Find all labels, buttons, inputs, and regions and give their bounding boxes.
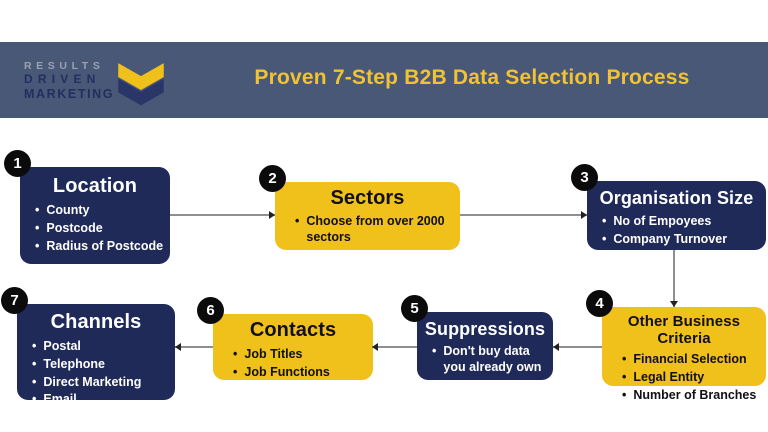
arrowhead-into-contacts-icon xyxy=(372,343,378,351)
bullet-item: Email xyxy=(32,391,169,409)
arrowhead-into-sectors-icon xyxy=(269,211,275,219)
bullet-item: No of Empoyees xyxy=(602,213,760,231)
bullet-item: Telephone xyxy=(32,356,169,374)
step-title-other-business-criteria: Other Business Criteria xyxy=(627,313,741,347)
bullet-item: Number of Branches xyxy=(622,387,760,405)
step-number-badge-5: 5 xyxy=(401,295,428,322)
step-bullets-contacts: Job TitlesJob Functions xyxy=(213,346,373,382)
connector-location-to-sectors xyxy=(170,214,275,216)
step-number-badge-3: 3 xyxy=(571,164,598,191)
logo-line-marketing: MARKETING xyxy=(24,87,115,102)
step-box-suppressions: 5 Suppressions Don't buy data you alread… xyxy=(401,295,553,380)
connector-contacts-to-channels xyxy=(175,346,213,348)
step-bullets-sectors: Choose from over 2000 sectors xyxy=(275,213,460,246)
step-box-location: 1 Location CountyPostcodeRadius of Postc… xyxy=(4,150,170,264)
connector-organisation-size-to-other-criteria xyxy=(673,250,675,307)
arrowhead-into-organisation-size-icon xyxy=(581,211,587,219)
step-bullets-channels: PostalTelephoneDirect MarketingEmail xyxy=(17,338,175,409)
bullet-item: Legal Entity xyxy=(622,369,760,387)
step-bullets-organisation-size: No of EmpoyeesCompany Turnover xyxy=(587,213,766,249)
step-title-channels: Channels xyxy=(50,311,142,333)
step-title-organisation-size: Organisation Size xyxy=(599,188,754,208)
logo-line-driven: DRIVEN xyxy=(24,72,101,87)
step-title-contacts: Contacts xyxy=(249,319,337,341)
arrowhead-into-channels-icon xyxy=(175,343,181,351)
connector-suppressions-to-contacts xyxy=(372,346,417,348)
bullet-item: Financial Selection xyxy=(622,351,760,369)
arrowhead-into-suppressions-icon xyxy=(553,343,559,351)
step-title-sectors: Sectors xyxy=(330,187,405,209)
step-number-badge-6: 6 xyxy=(197,297,224,324)
bullet-item: Postal xyxy=(32,338,169,356)
connector-other-criteria-to-suppressions xyxy=(553,346,602,348)
step-number-badge-2: 2 xyxy=(259,165,286,192)
step-box-other-business-criteria: 4 Other Business Criteria Financial Sele… xyxy=(586,290,766,402)
bullet-item: Choose from over 2000 sectors xyxy=(295,213,454,246)
arrowhead-into-other-criteria-icon xyxy=(670,301,678,307)
step-box-organisation-size: 3 Organisation Size No of EmpoyeesCompan… xyxy=(571,164,766,250)
header-band: RESULTS DRIVEN MARKETING Proven 7-Step B… xyxy=(0,42,768,118)
step-bullets-suppressions: Don't buy data you already own xyxy=(417,343,553,376)
logo-line-results: RESULTS xyxy=(24,59,105,72)
step-number-badge-7: 7 xyxy=(1,287,28,314)
bullet-item: Postcode xyxy=(35,220,164,238)
step-box-sectors: 2 Sectors Choose from over 2000 sectors xyxy=(259,165,460,250)
connector-sectors-to-organisation-size xyxy=(460,214,587,216)
results-driven-marketing-logo: RESULTS DRIVEN MARKETING xyxy=(24,55,167,107)
bullet-item: Direct Marketing xyxy=(32,374,169,392)
logo-text: RESULTS DRIVEN MARKETING xyxy=(24,60,114,103)
bullet-item: Radius of Postcode xyxy=(35,238,164,256)
page-title: Proven 7-Step B2B Data Selection Process xyxy=(254,66,690,89)
bullet-item: County xyxy=(35,202,164,220)
step-number-badge-1: 1 xyxy=(4,150,31,177)
bullet-item: Job Functions xyxy=(233,364,367,382)
step-number-badge-4: 4 xyxy=(586,290,613,317)
step-bullets-other-business-criteria: Financial SelectionLegal EntityNumber of… xyxy=(602,351,766,404)
bullet-item: Job Titles xyxy=(233,346,367,364)
step-title-suppressions: Suppressions xyxy=(424,319,546,339)
step-box-channels: 7 Channels PostalTelephoneDirect Marketi… xyxy=(1,287,175,406)
step-box-contacts: 6 Contacts Job TitlesJob Functions xyxy=(197,297,373,382)
double-chevron-down-icon xyxy=(118,63,164,106)
bullet-item: Company Turnover xyxy=(602,231,760,249)
bullet-item: Don't buy data you already own xyxy=(432,343,547,376)
step-bullets-location: CountyPostcodeRadius of Postcode xyxy=(20,202,170,255)
step-title-location: Location xyxy=(52,175,138,197)
